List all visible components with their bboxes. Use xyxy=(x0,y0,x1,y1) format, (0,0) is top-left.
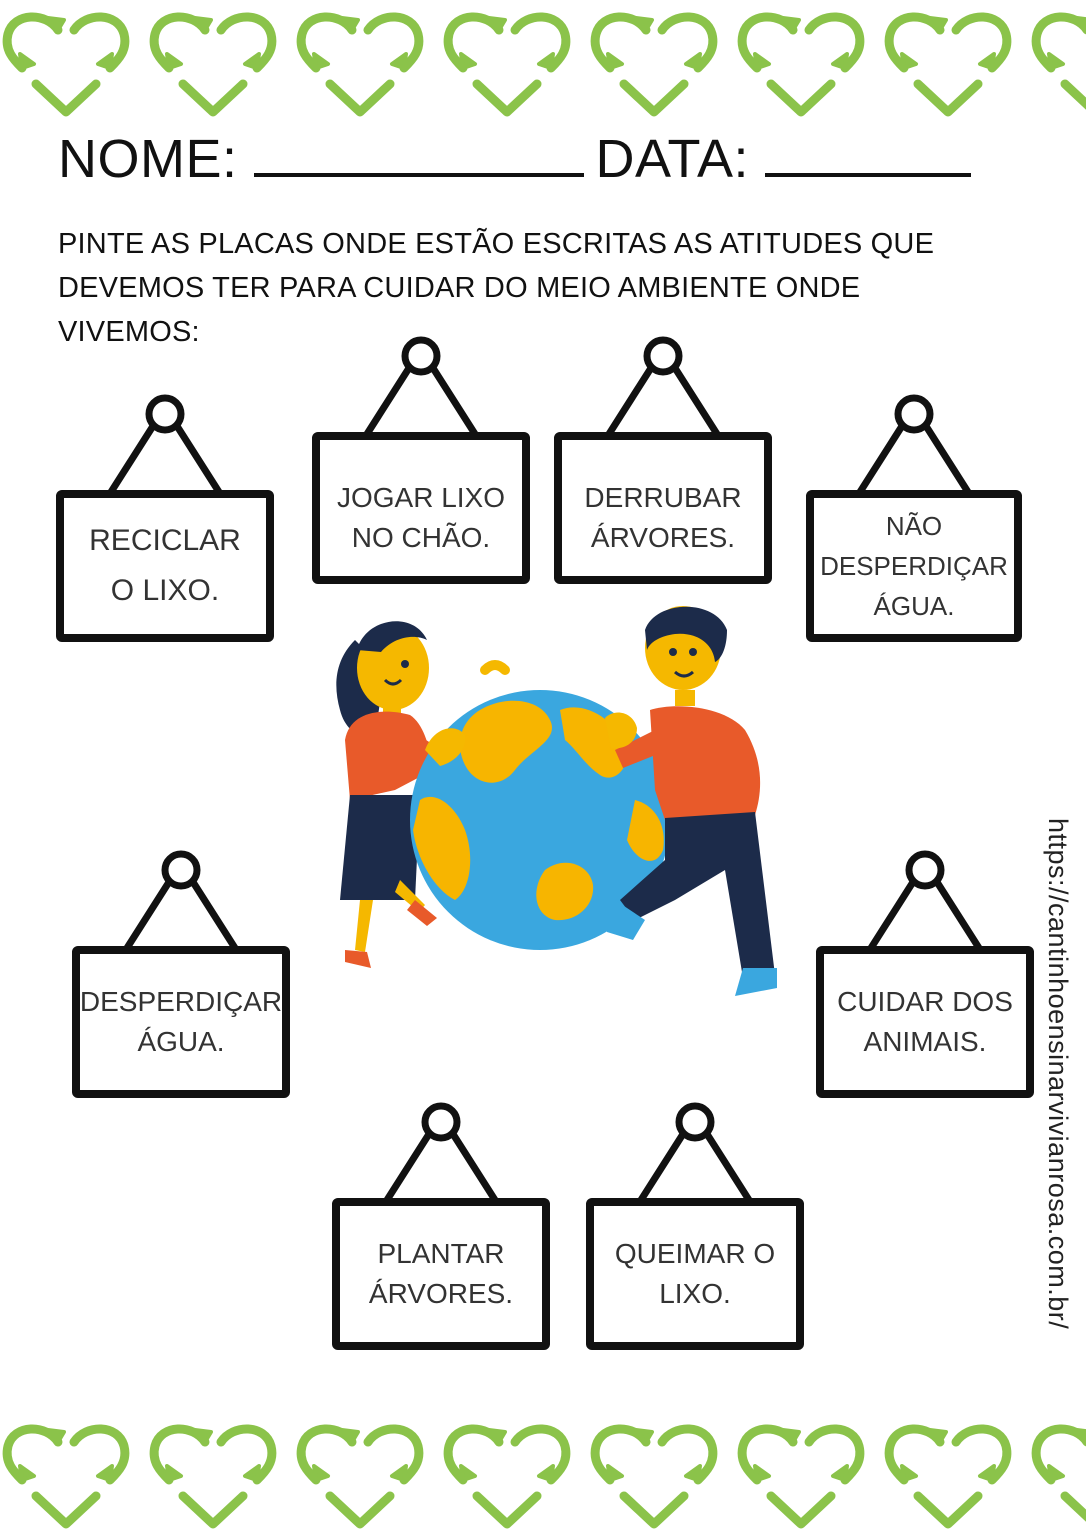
sign-cuidar-dos-animais[interactable]: CUIDAR DOS ANIMAIS. xyxy=(816,848,1034,1098)
recycle-heart-icon xyxy=(884,1424,1012,1529)
people-holding-globe-illustration xyxy=(336,606,777,996)
sign-derrubar-arvores[interactable]: DERRUBAR ÁRVORES. xyxy=(554,334,772,584)
ring-hook-icon xyxy=(383,1102,499,1204)
sign-line: ÁGUA. xyxy=(137,1026,225,1057)
recycle-heart-icon xyxy=(443,1424,571,1529)
ring-hook-icon xyxy=(856,394,972,496)
recycle-heart-icon xyxy=(590,12,718,117)
sign-line: JOGAR LIXO xyxy=(336,482,506,513)
sign-desperdicar-agua[interactable]: DESPERDIÇAR ÁGUA. xyxy=(72,848,290,1098)
sign-line: RECICLAR xyxy=(89,524,241,557)
top-recycle-heart-border xyxy=(2,12,1086,117)
bottom-recycle-heart-border xyxy=(2,1424,1086,1529)
ring-hook-icon xyxy=(363,336,479,438)
sign-line: ÁRVORES. xyxy=(590,522,736,553)
sign-line: NÃO xyxy=(885,511,943,541)
sign-board: DESPERDIÇAR ÁGUA. xyxy=(72,946,290,1098)
recycle-heart-icon xyxy=(2,12,130,117)
recycle-heart-icon xyxy=(2,1424,130,1529)
recycle-heart-icon xyxy=(443,12,571,117)
sign-board: PLANTAR ÁRVORES. xyxy=(332,1198,550,1350)
sign-reciclar-o-lixo[interactable]: RECICLAR O LIXO. xyxy=(56,392,274,642)
recycle-heart-icon xyxy=(296,1424,424,1529)
instructions-text: PINTE AS PLACAS ONDE ESTÃO ESCRITAS AS A… xyxy=(58,228,935,348)
sign-line: QUEIMAR O xyxy=(614,1238,776,1269)
website-url-watermark: https://cantinhoensinarvivianrosa.com.br… xyxy=(1043,818,1073,1330)
recycle-heart-icon xyxy=(1031,12,1086,110)
sign-jogar-lixo-no-chao[interactable]: JOGAR LIXO NO CHÃO. xyxy=(312,334,530,584)
data-label: DATA: xyxy=(595,129,750,189)
sign-line: DESPERDIÇAR xyxy=(79,986,283,1017)
name-date-heading: NOME: DATA: xyxy=(58,124,1038,194)
sign-line: CUIDAR DOS xyxy=(837,986,1013,1017)
data-blank-line xyxy=(765,129,972,177)
ring-hook-icon xyxy=(107,394,223,496)
sign-board: NÃO DESPERDIÇAR ÁGUA. xyxy=(806,490,1022,642)
sign-line: PLANTAR xyxy=(377,1238,505,1269)
nome-label: NOME: xyxy=(58,129,238,189)
sign-line: LIXO. xyxy=(659,1278,731,1309)
sign-board: QUEIMAR O LIXO. xyxy=(586,1198,804,1350)
sign-line: ANIMAIS. xyxy=(863,1026,987,1057)
recycle-heart-icon xyxy=(884,12,1012,117)
man-figure xyxy=(605,606,777,996)
ring-hook-icon xyxy=(637,1102,753,1204)
recycle-heart-icon xyxy=(149,1424,277,1529)
sign-board: JOGAR LIXO NO CHÃO. xyxy=(312,432,530,584)
recycle-heart-icon xyxy=(296,12,424,117)
recycle-heart-icon xyxy=(737,1424,865,1529)
recycle-heart-icon xyxy=(1031,1424,1086,1522)
recycle-heart-icon xyxy=(590,1424,718,1529)
nome-blank-line xyxy=(253,129,584,177)
recycle-heart-icon xyxy=(737,12,865,117)
sign-plantar-arvores[interactable]: PLANTAR ÁRVORES. xyxy=(332,1100,550,1350)
sign-line: NO CHÃO. xyxy=(351,522,491,553)
globe-icon xyxy=(410,660,670,950)
ring-hook-icon xyxy=(867,850,983,952)
sign-line: DESPERDIÇAR xyxy=(820,551,1008,581)
sign-line: DERRUBAR xyxy=(584,482,742,513)
sign-nao-desperdicar-agua[interactable]: NÃO DESPERDIÇAR ÁGUA. xyxy=(806,392,1022,642)
sign-board: RECICLAR O LIXO. xyxy=(56,490,274,642)
sign-board: DERRUBAR ÁRVORES. xyxy=(554,432,772,584)
sign-line: O LIXO. xyxy=(110,574,220,607)
sign-queimar-o-lixo[interactable]: QUEIMAR O LIXO. xyxy=(586,1100,804,1350)
ring-hook-icon xyxy=(605,336,721,438)
recycle-heart-icon xyxy=(149,12,277,117)
sign-line: ÁRVORES. xyxy=(368,1278,514,1309)
sign-line: ÁGUA. xyxy=(873,591,955,621)
ring-hook-icon xyxy=(123,850,239,952)
sign-board: CUIDAR DOS ANIMAIS. xyxy=(816,946,1034,1098)
